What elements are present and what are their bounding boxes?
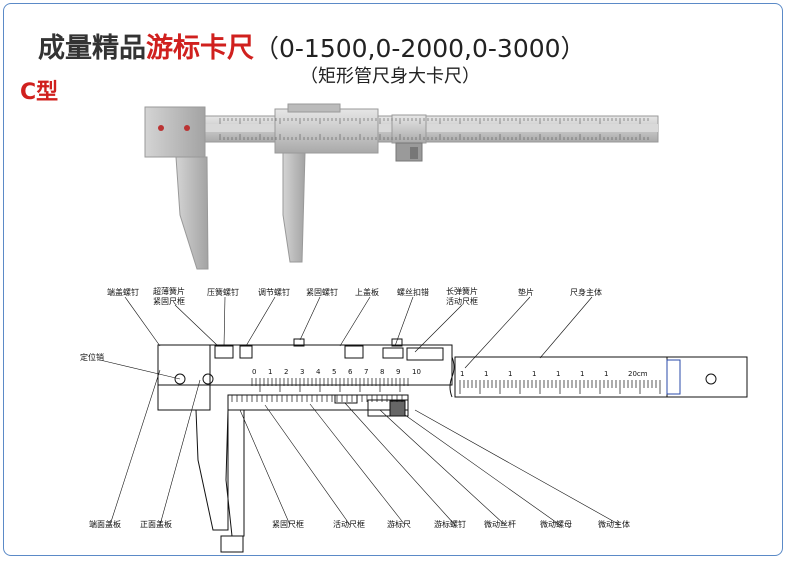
label-locating-pin: 定位销 xyxy=(80,353,104,362)
label-pad: 垫片 xyxy=(518,288,534,297)
leader-line xyxy=(109,369,161,526)
right-scale-number: 20cm xyxy=(628,370,648,378)
title-red: 游标卡尺 xyxy=(146,33,254,64)
label-fix-frame-b: 紧固尺框 xyxy=(272,520,304,529)
label-fine-rod: 微动丝杆 xyxy=(484,520,516,529)
label-tight-screw: 紧固螺钉 xyxy=(306,288,338,297)
leader-line xyxy=(344,402,456,526)
label-adjust-screw: 调节螺钉 xyxy=(258,288,290,297)
label-moving-frame-b: 活动尺框 xyxy=(333,520,365,529)
leader-line xyxy=(404,414,561,526)
leader-line xyxy=(239,409,291,526)
title-range: （0-1500,0-2000,0-3000） xyxy=(254,34,586,63)
main-scale-number: 4 xyxy=(316,368,321,376)
right-scale-number: 1 xyxy=(580,370,585,378)
subtitle: （矩形管尺身大卡尺） xyxy=(300,66,480,87)
border-frame xyxy=(3,3,783,556)
main-scale-number: 7 xyxy=(364,368,369,376)
leader-line xyxy=(174,304,219,347)
label-spring-plate: 超薄簧片 xyxy=(153,287,185,296)
leader-line xyxy=(414,409,621,526)
label-front-cover: 正面盖板 xyxy=(140,520,172,529)
label-ruler-body: 尺身主体 xyxy=(570,288,602,297)
photo-scale-ticks xyxy=(219,118,649,140)
label-end-screw: 端盖螺钉 xyxy=(107,288,139,297)
leader-line xyxy=(394,296,414,347)
leader-line xyxy=(299,296,321,341)
main-scale-number: 0 xyxy=(252,368,257,376)
model-label: C型 xyxy=(20,80,59,105)
right-scale-number: 1 xyxy=(556,370,561,378)
leader-line xyxy=(223,296,226,347)
leader-line xyxy=(245,296,276,347)
label-fix-frame: 紧固尺框 xyxy=(153,297,185,306)
page-title: 成量精品游标卡尺（0-1500,0-2000,0-3000） xyxy=(38,26,586,65)
leader-line xyxy=(124,296,161,347)
label-end-cover: 端面盖板 xyxy=(89,520,121,529)
right-scale-number: 1 xyxy=(508,370,513,378)
label-nut: 螺丝扣错 xyxy=(397,288,429,297)
main-scale-number: 9 xyxy=(396,368,401,376)
label-moving-frame: 活动尺框 xyxy=(446,297,478,306)
main-scale-number: 3 xyxy=(300,368,305,376)
leader-line xyxy=(539,296,593,359)
leader-line xyxy=(464,296,531,369)
label-press-screw: 压簧螺钉 xyxy=(207,288,239,297)
main-scale-number: 8 xyxy=(380,368,385,376)
leader-line xyxy=(264,404,351,526)
label-upper-plate: 上盖板 xyxy=(355,288,379,297)
title-black: 成量精品 xyxy=(38,33,146,64)
label-fine-nut: 微动螺母 xyxy=(540,520,572,529)
right-scale-number: 1 xyxy=(460,370,465,378)
main-scale-number: 2 xyxy=(284,368,289,376)
leader-line xyxy=(99,359,181,380)
label-vernier-screw: 游标螺钉 xyxy=(434,520,466,529)
main-scale-number: 1 xyxy=(268,368,273,376)
right-scale-number: 1 xyxy=(604,370,609,378)
label-fine-body: 微动主体 xyxy=(598,520,630,529)
right-scale-number: 1 xyxy=(484,370,489,378)
label-vernier: 游标尺 xyxy=(387,520,411,529)
main-scale-number: 6 xyxy=(348,368,353,376)
leader-line xyxy=(339,296,371,347)
main-scale-number: 5 xyxy=(332,368,337,376)
leader-line xyxy=(379,409,506,526)
leader-line xyxy=(414,304,463,353)
main-scale-number: 10 xyxy=(412,368,421,376)
leader-line xyxy=(159,379,201,526)
right-scale-number: 1 xyxy=(532,370,537,378)
leader-line xyxy=(309,403,406,526)
label-long-spring: 长弹簧片 xyxy=(446,287,478,296)
